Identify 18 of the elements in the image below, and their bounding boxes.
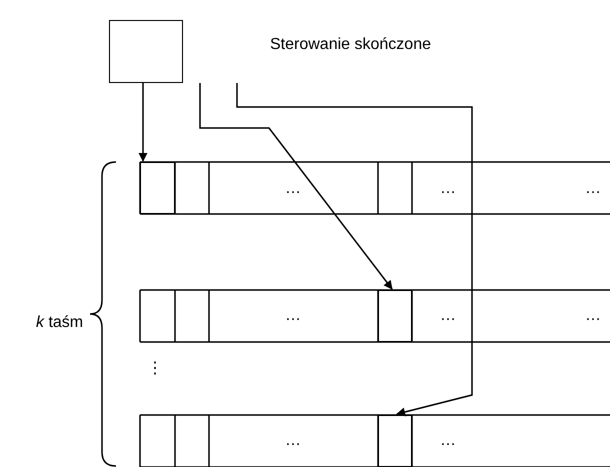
tape-cell	[140, 162, 175, 214]
control-label: Sterowanie skończone	[270, 36, 431, 54]
ellipsis: …	[440, 432, 456, 450]
ellipsis: …	[285, 180, 301, 198]
ellipsis: …	[285, 307, 301, 325]
tape-cell	[378, 415, 412, 467]
tape-cell	[378, 290, 412, 342]
arrow	[138, 83, 148, 162]
ellipsis: …	[440, 307, 456, 325]
arrow	[236, 83, 473, 416]
tape-count-label: k taśm	[36, 314, 84, 332]
arrow	[199, 83, 393, 290]
control-box	[109, 20, 183, 83]
ellipsis: ⋮	[147, 360, 163, 378]
ellipsis: …	[285, 432, 301, 450]
ellipsis: …	[585, 307, 601, 325]
ellipsis: …	[585, 180, 601, 198]
ellipsis: …	[440, 180, 456, 198]
